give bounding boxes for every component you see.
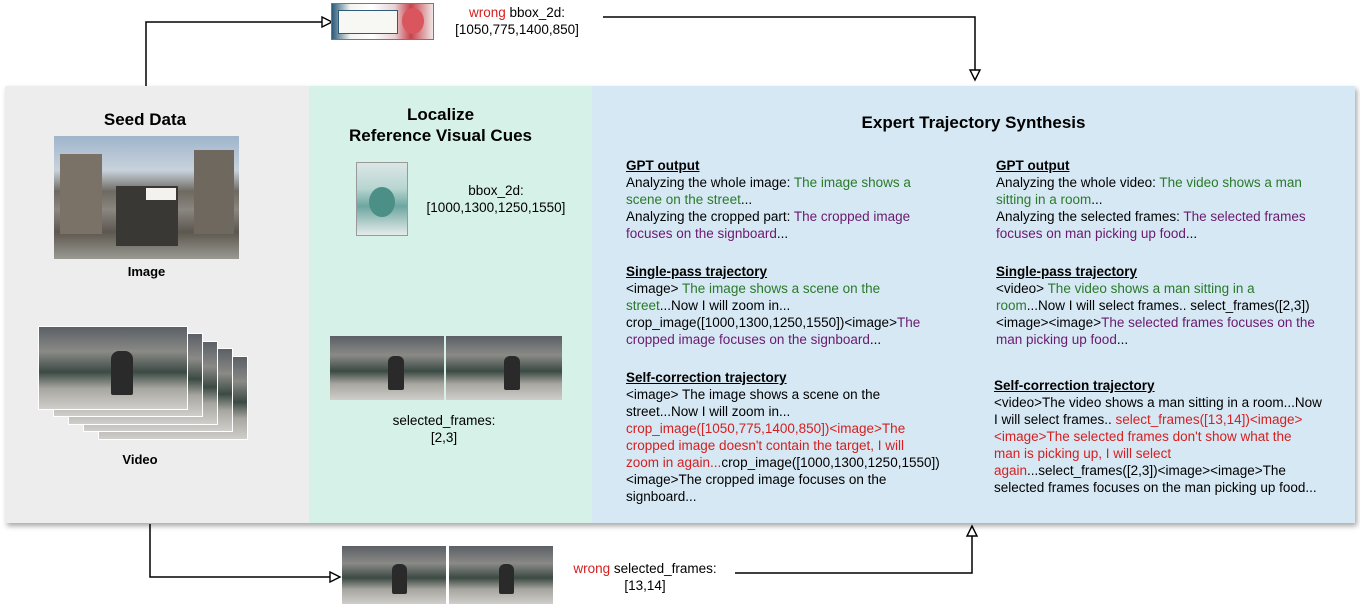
- image-self-line: signboard...: [626, 489, 697, 504]
- selected-frame-3: [446, 336, 562, 400]
- expert-trajectory-panel: Expert Trajectory Synthesis GPT output A…: [592, 86, 1355, 523]
- arrowhead-top-right: [968, 69, 982, 82]
- image-self-line: crop_image([1050,775,1400,850])<image>Th…: [626, 421, 906, 436]
- seed-data-panel: Seed Data Image Video: [5, 86, 309, 523]
- bbox-value: [1000,1300,1250,1550]: [426, 200, 566, 215]
- wrong-bbox-value: [1050,775,1400,850]: [455, 22, 579, 37]
- image-single-pass-header: Single-pass trajectory: [626, 264, 768, 279]
- video-single-pass-block: Single-pass trajectory <video> The video…: [996, 263, 1351, 348]
- video-gpt-line: Analyzing the whole video: The video sho…: [996, 175, 1302, 190]
- arrowhead-top-left: [321, 15, 334, 29]
- image-single-line: cropped image focuses on the signboard..…: [626, 332, 882, 347]
- image-trajectory-column: GPT output Analyzing the whole image: Th…: [626, 157, 976, 242]
- video-single-line: <video> The video shows a man sitting in…: [996, 281, 1255, 296]
- video-self-correction-header: Self-correction trajectory: [994, 378, 1155, 393]
- arrow-wrong-bbox-to-expert: [603, 16, 976, 70]
- arrowhead-bottom-right: [965, 524, 979, 537]
- wrong-bbox-note: wrong bbox_2d: [1050,775,1400,850]: [442, 4, 592, 38]
- video-self-line: again...select_frames([2,3])<image><imag…: [994, 463, 1286, 478]
- image-self-line: street...Now I will zoom in...: [626, 404, 791, 419]
- arrow-seed-to-wrong-frames: [149, 524, 330, 578]
- image-single-line: <image> The image shows a scene on the: [626, 281, 881, 296]
- frame-person-graphic: [392, 564, 407, 594]
- wrong-crop-thumbnail: [331, 3, 434, 40]
- video-trajectory-column: GPT output Analyzing the whole video: Th…: [996, 157, 1351, 242]
- bbox-annotation: bbox_2d: [1000,1300,1250,1550]: [411, 182, 581, 216]
- frames-value: [2,3]: [430, 430, 458, 445]
- frames-annotation: selected_frames: [2,3]: [355, 412, 533, 446]
- localized-crop-image: [356, 162, 408, 236]
- person-graphic: [111, 351, 133, 395]
- bbox-label: bbox_2d:: [468, 183, 524, 198]
- video-frame-front: [38, 326, 188, 410]
- localize-panel: Localize Reference Visual Cues bbox_2d: …: [309, 86, 592, 523]
- image-self-line: zoom in again...crop_image([1000,1300,12…: [626, 455, 940, 470]
- image-single-line: street...Now I will zoom in...: [626, 298, 791, 313]
- image-gpt-output-header: GPT output: [626, 158, 700, 173]
- video-single-line: man picking up food...: [996, 332, 1129, 347]
- seed-image: [54, 136, 239, 259]
- video-self-correction-block: Self-correction trajectory <video>The vi…: [994, 377, 1352, 496]
- video-self-line: <video>The video shows a man sitting in …: [994, 395, 1322, 410]
- video-single-pass-header: Single-pass trajectory: [996, 264, 1138, 279]
- arrowhead-bottom-left: [329, 570, 342, 584]
- video-single-line: room...Now I will select frames.. select…: [996, 298, 1310, 313]
- signboard-graphic: [338, 10, 398, 34]
- image-gpt-line: Analyzing the cropped part: The cropped …: [626, 209, 911, 224]
- wrong-frames-note: wrong selected_frames: [13,14]: [560, 560, 730, 594]
- selected-frame-2: [330, 336, 444, 400]
- image-self-correction-header: Self-correction trajectory: [626, 370, 787, 385]
- poster-phone-graphic: [369, 187, 395, 217]
- image-self-line: cropped image doesn't contain the target…: [626, 438, 904, 453]
- wrong-bbox-label: bbox_2d:: [505, 5, 566, 20]
- video-single-line: <image><image>The selected frames focuse…: [996, 315, 1315, 330]
- seed-data-title: Seed Data: [103, 110, 187, 129]
- seed-video-stack: [38, 326, 268, 451]
- image-gpt-line: focuses on the signboard...: [626, 226, 789, 241]
- image-single-pass-block: Single-pass trajectory <image> The image…: [626, 263, 976, 348]
- image-caption: Image: [127, 264, 166, 279]
- frame-person-graphic: [388, 356, 404, 390]
- frame-person-graphic: [499, 564, 514, 594]
- arrow-wrong-frames-to-expert: [735, 536, 973, 574]
- video-gpt-output-header: GPT output: [996, 158, 1070, 173]
- wrong-frame-13: [342, 546, 446, 604]
- image-single-line: crop_image([1000,1300,1250,1550])<image>…: [626, 315, 921, 330]
- sign-graphic: [146, 188, 176, 200]
- wrong-frames-label: selected_frames:: [610, 561, 717, 576]
- video-caption: Video: [122, 452, 158, 467]
- frames-label: selected_frames:: [392, 413, 496, 428]
- video-gpt-line: Analyzing the selected frames: The selec…: [996, 209, 1306, 224]
- building-left-graphic: [60, 154, 102, 234]
- wrong-frames-word: wrong: [573, 561, 611, 576]
- frame-person-graphic: [504, 356, 520, 390]
- video-self-line: man is picking up, I will select: [994, 446, 1172, 461]
- arrow-seed-to-wrong-bbox: [145, 21, 322, 86]
- image-self-line: <image>The cropped image focuses on the: [626, 472, 887, 487]
- wrong-frame-14: [449, 546, 553, 604]
- image-gpt-line: Analyzing the whole image: The image sho…: [626, 175, 911, 190]
- image-self-line: <image> The image shows a scene on the: [626, 387, 881, 402]
- localize-title: Localize Reference Visual Cues: [309, 104, 572, 146]
- localize-title-line2: Reference Visual Cues: [349, 126, 532, 145]
- image-gpt-line: scene on the street...: [626, 192, 753, 207]
- video-self-line: selected frames focuses on the man picki…: [994, 480, 1317, 495]
- image-self-correction-block: Self-correction trajectory <image> The i…: [626, 369, 976, 505]
- flamingo-graphic: [402, 8, 424, 34]
- video-gpt-line: sitting in a room...: [996, 192, 1103, 207]
- expert-title: Expert Trajectory Synthesis: [861, 113, 1086, 132]
- wrong-frames-value: [13,14]: [624, 578, 666, 593]
- video-self-line: I will select frames.. select_frames([13…: [994, 412, 1303, 427]
- building-right-graphic: [194, 150, 234, 234]
- localize-title-line1: Localize: [406, 105, 475, 124]
- wrong-bbox-word: wrong: [468, 5, 506, 20]
- video-self-line: <image>The selected frames don't show wh…: [994, 429, 1292, 444]
- video-gpt-line: focuses on man picking up food...: [996, 226, 1198, 241]
